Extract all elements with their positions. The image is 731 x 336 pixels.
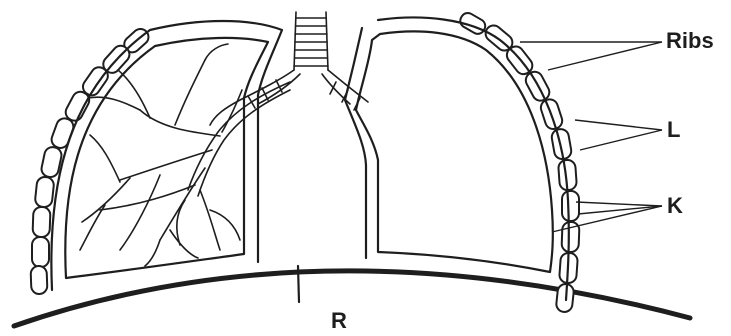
right-mediastinal-pleura xyxy=(345,28,366,258)
right-rib-column xyxy=(458,10,580,312)
ribs-leader-lower xyxy=(548,42,662,70)
right-parietal-pleura xyxy=(378,17,569,300)
ribs-label: Ribs xyxy=(666,30,714,52)
left-parietal-pleura xyxy=(51,21,282,290)
right-lung xyxy=(345,17,569,300)
k-leader-middle xyxy=(578,206,662,214)
k-label: K xyxy=(667,195,683,217)
left-rib-column xyxy=(31,26,152,295)
k-leader-upper xyxy=(576,202,662,206)
r-label: R xyxy=(331,310,347,332)
l-leader-upper xyxy=(575,120,662,130)
left-lung xyxy=(51,21,290,290)
label-leaders xyxy=(520,42,662,232)
l-label: L xyxy=(667,119,680,141)
diaphragm xyxy=(14,271,690,326)
l-leader-lower xyxy=(580,130,662,150)
diaphragm-pointer-line xyxy=(298,266,299,302)
